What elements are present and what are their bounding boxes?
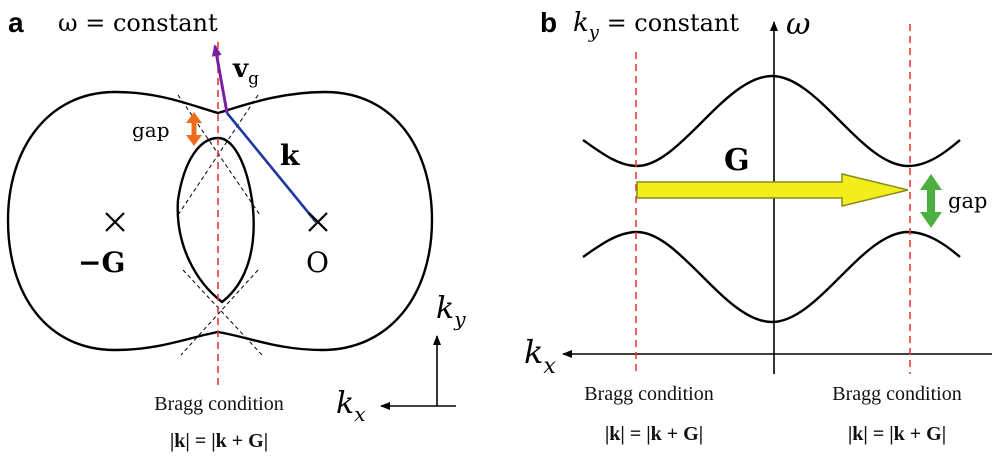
bragg-eq-right: |k| = |k + G|	[848, 423, 946, 445]
lower-band	[582, 230, 961, 324]
gap-arrow-a	[186, 112, 202, 146]
ky-label: ky	[436, 291, 466, 331]
gap-label-a: gap	[132, 118, 170, 142]
bragg-label-left: Bragg condition	[584, 383, 713, 405]
k-label: k	[280, 139, 300, 172]
bragg-label-right: Bragg condition	[832, 383, 961, 405]
bragg-label-a: Bragg condition	[154, 393, 283, 415]
construction-line	[177, 94, 261, 216]
construction-line	[182, 269, 263, 356]
gap-label-b: gap	[948, 189, 987, 213]
omega-label: ω	[786, 7, 810, 42]
origin-label: O	[306, 246, 329, 279]
gap-arrow-b	[920, 174, 942, 228]
upper-band	[582, 74, 961, 168]
panel-a-title: ω = constant	[58, 9, 218, 37]
neg-g-label: −G	[78, 246, 125, 279]
kx-label: kx	[336, 386, 365, 426]
k-vector	[225, 112, 318, 223]
bragg-eq-a: |k| = |k + G|	[170, 430, 268, 452]
neg-g-point	[105, 212, 125, 232]
panel-b-title: ky = constant	[573, 8, 739, 43]
bragg-eq-left: |k| = |k + G|	[605, 423, 703, 445]
inner-contour	[176, 136, 255, 304]
vg-arrow	[211, 44, 229, 114]
panel-a: a ω = constant gap vg k −G	[6, 7, 466, 452]
kx-label-b: kx	[524, 333, 556, 379]
g-label: G	[724, 143, 750, 178]
construction-line	[180, 269, 259, 356]
vg-label: vg	[232, 54, 259, 89]
origin-point	[308, 212, 328, 232]
g-arrow	[636, 173, 909, 207]
panel-b-label: b	[540, 7, 557, 38]
panel-a-label: a	[8, 7, 24, 38]
panel-b: b ky = constant ω kx G gap Bragg conditi…	[524, 7, 992, 445]
